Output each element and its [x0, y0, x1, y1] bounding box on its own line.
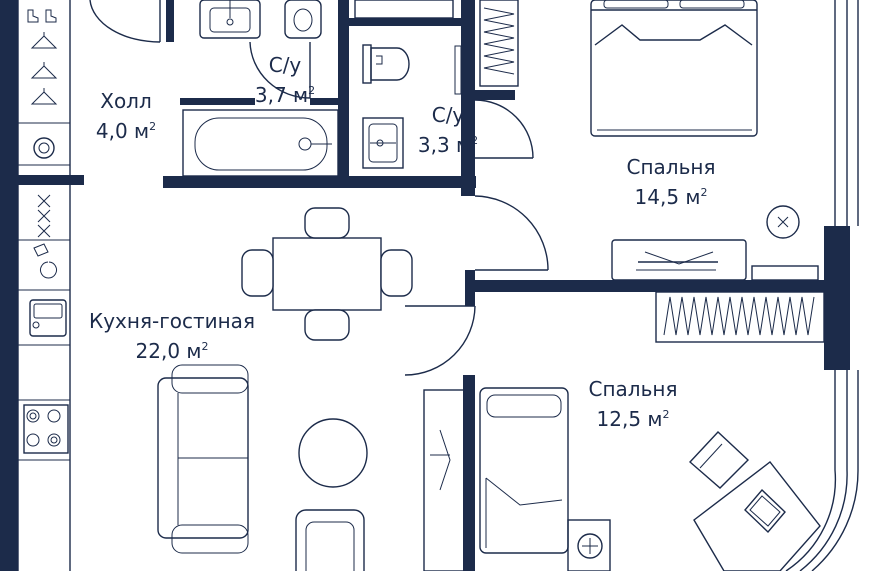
bathtub-icon	[182, 109, 339, 177]
center-doors	[404, 195, 549, 376]
room-name: Спальня	[588, 377, 678, 401]
room-name: Холл	[100, 89, 152, 113]
dining-table-icon	[241, 207, 413, 341]
room-area: 3,7 м2	[254, 83, 316, 107]
sink-icon	[29, 299, 67, 337]
room-area: 14,5 м2	[634, 185, 708, 209]
room-label-bathroom-2: С/у 3,3 м2	[418, 102, 478, 158]
double-bed-icon	[590, 0, 758, 137]
single-bed-icon	[479, 387, 569, 554]
desk-icon	[688, 431, 821, 571]
sink-icon	[199, 0, 261, 39]
room-label-bedroom-2: Спальня 12,5 м2	[589, 376, 678, 432]
wardrobe-icon	[479, 0, 519, 87]
bedroom-1-fixtures	[590, 0, 859, 281]
toilet-icon	[362, 44, 410, 84]
sink-icon	[362, 117, 404, 169]
room-label-kitchen-living: Кухня-гостиная 22,0 м2	[89, 308, 255, 364]
round-table-icon	[298, 418, 368, 488]
bathroom-2-fixtures	[354, 0, 534, 169]
shoe-rack-icon	[27, 9, 57, 23]
room-area: 4,0 м2	[95, 119, 157, 143]
armchair-icon	[295, 509, 365, 571]
room-name: С/у	[431, 103, 465, 127]
bedroom-2-fixtures	[423, 370, 859, 571]
room-name: Спальня	[626, 155, 716, 179]
room-area: 3,3 м2	[417, 133, 479, 157]
washing-machine-icon	[33, 137, 55, 159]
room-area: 22,0 м2	[135, 339, 209, 363]
room-label-bathroom-1: С/у 3,7 м2	[255, 52, 315, 108]
coat-hanger-icon	[30, 32, 58, 105]
room-area: 12,5 м2	[596, 407, 670, 431]
sofa-icon	[157, 364, 249, 554]
hall-fixtures	[17, 0, 161, 175]
toilet-icon	[284, 0, 322, 39]
room-name: С/у	[268, 53, 302, 77]
tv-stand-icon	[611, 239, 819, 281]
laptop-icon	[744, 488, 786, 534]
room-name: Кухня-гостиная	[89, 309, 255, 333]
room-label-hall: Холл 4,0 м2	[96, 88, 156, 144]
wardrobe-icon	[655, 291, 825, 343]
kitchen-hob-icon	[23, 404, 69, 454]
kitchen-fixtures	[17, 185, 71, 571]
room-label-bedroom-1: Спальня 14,5 м2	[627, 154, 716, 210]
walls	[0, 0, 850, 571]
bathroom-1-fixtures	[182, 0, 339, 177]
